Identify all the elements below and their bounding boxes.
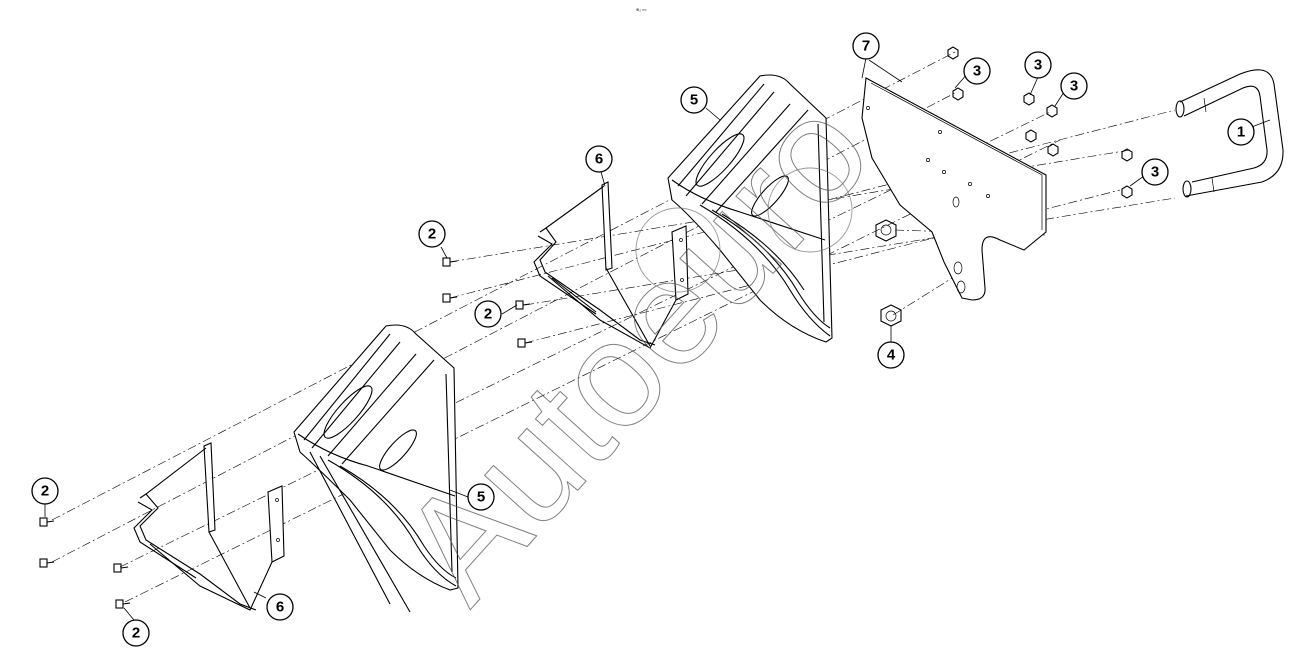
callout-3-d: 3 <box>1141 158 1169 186</box>
callout-3-b: 3 <box>1024 51 1052 79</box>
svg-text:4: 4 <box>887 347 896 364</box>
svg-text:2: 2 <box>428 226 436 243</box>
svg-text:2: 2 <box>41 483 49 500</box>
callout-5-upper: 5 <box>680 86 708 114</box>
callout-2-upper-b: 2 <box>474 300 502 328</box>
svg-text:7: 7 <box>862 38 870 55</box>
svg-text:3: 3 <box>1151 164 1159 181</box>
callout-3-c: 3 <box>1060 72 1088 100</box>
callout-2-lower-b: 2 <box>122 619 150 647</box>
mudflap-upper <box>667 74 833 343</box>
svg-text:1: 1 <box>1237 124 1245 141</box>
svg-text:3: 3 <box>1034 57 1042 74</box>
mudflap-lower <box>293 324 459 613</box>
hex-bolts <box>39 257 533 609</box>
watermark: Autoeuro <box>368 66 901 632</box>
callout-3-a: 3 <box>963 57 991 85</box>
u-bolt <box>1175 69 1284 198</box>
callout-2-upper-a: 2 <box>418 220 446 248</box>
svg-text:3: 3 <box>1070 78 1078 95</box>
callout-2-lower-a: 2 <box>31 477 59 505</box>
callout-6-lower: 6 <box>266 593 294 621</box>
svg-text:5: 5 <box>477 489 485 506</box>
mounting-plate <box>861 77 1047 301</box>
callout-6-upper: 6 <box>585 145 613 173</box>
flange-nuts <box>947 46 1133 199</box>
callout-5-lower: 5 <box>467 483 495 511</box>
callout-4: 4 <box>877 341 905 369</box>
header-tiny-label: ⊕₂ ≈≈ <box>636 7 647 12</box>
svg-text:5: 5 <box>690 92 698 109</box>
callout-1: 1 <box>1227 118 1255 146</box>
watermark-text: Autoeuro <box>369 67 901 632</box>
svg-text:6: 6 <box>595 151 603 168</box>
svg-text:6: 6 <box>276 599 284 616</box>
svg-text:3: 3 <box>973 63 981 80</box>
svg-text:2: 2 <box>484 306 492 323</box>
bracket-lower <box>133 442 285 611</box>
svg-text:2: 2 <box>132 625 140 642</box>
bracket-upper <box>533 181 689 349</box>
large-hex-nuts <box>875 219 902 327</box>
callout-7: 7 <box>852 32 880 60</box>
